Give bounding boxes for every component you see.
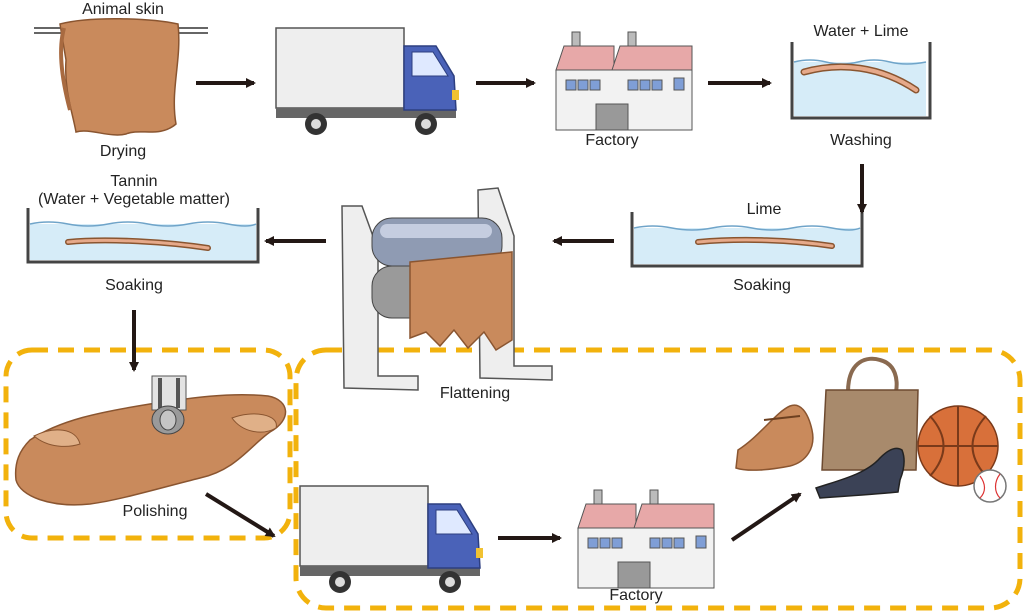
arrow-polishing-to-truck — [204, 492, 276, 538]
polishing-highlight-border — [3, 347, 293, 541]
transport-truck-icon — [275, 27, 460, 136]
leather-products-illustration — [735, 356, 1007, 503]
animal-skin-label: Animal skin — [82, 1, 164, 18]
delivery-truck-icon — [299, 485, 484, 594]
drying-skin-illustration — [34, 17, 208, 136]
washing-tank-illustration — [790, 42, 932, 120]
flow-arrows — [129, 78, 867, 543]
tannin-detail-label: (Water + Vegetable matter) — [38, 191, 230, 208]
polishing-illustration — [14, 375, 287, 506]
lime-label: Lime — [746, 201, 782, 218]
soaking-right-label: Soaking — [733, 277, 791, 294]
polishing-label: Polishing — [122, 503, 188, 520]
washing-label: Washing — [830, 132, 892, 149]
factory-top-label: Factory — [585, 132, 639, 149]
soaking-left-label: Soaking — [105, 277, 163, 294]
drying-label: Drying — [99, 143, 147, 160]
product-factory-icon — [577, 489, 715, 589]
flattening-machine-illustration — [341, 187, 553, 391]
factory-icon — [555, 31, 693, 131]
factory-bottom-label: Factory — [609, 587, 663, 604]
tannin-label: Tannin — [110, 173, 158, 190]
water-lime-label: Water + Lime — [813, 23, 909, 40]
manufacturing-highlight-border — [293, 347, 1023, 611]
flattening-label: Flattening — [439, 385, 511, 402]
lime-soaking-tank-illustration — [630, 210, 864, 268]
tannin-soaking-tank-illustration — [26, 206, 260, 264]
arrow-factory-to-products — [730, 492, 802, 542]
